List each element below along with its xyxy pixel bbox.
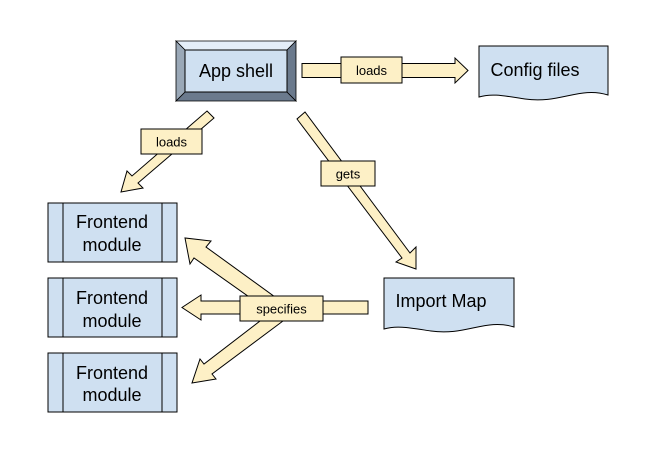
arrow-shell-to-importmap [296, 111, 417, 270]
node-frontend-module-1-line-2: module [82, 235, 141, 255]
node-frontend-module-2: Frontend module [47, 277, 178, 338]
node-frontend-module-1-line-1: Frontend [76, 212, 148, 232]
arrow-importmap-to-module-3 [191, 307, 288, 384]
edge-label-box-gets [320, 160, 376, 187]
edge-label-loads-modules: loads [156, 135, 188, 150]
node-frontend-module-2-line-2: module [82, 311, 141, 331]
edge-label-box-loads-modules [140, 128, 203, 155]
node-frontend-module-3-line-1: Frontend [76, 363, 148, 383]
node-app-shell: App shell [175, 40, 297, 102]
node-frontend-module-3-line-2: module [82, 385, 141, 405]
node-frontend-module-3: Frontend module [47, 352, 178, 413]
node-app-shell-label: App shell [199, 61, 273, 81]
node-frontend-module-1: Frontend module [47, 202, 178, 263]
edge-label-specifies: specifies [256, 302, 307, 317]
edge-label-box-specifies [239, 295, 324, 322]
node-import-map: Import Map [383, 277, 515, 333]
edge-label-loads-config: loads [356, 63, 388, 78]
node-config-files-label: Config files [490, 60, 579, 80]
node-frontend-module-2-line-1: Frontend [76, 288, 148, 308]
node-config-files: Config files [478, 45, 609, 101]
edge-label-gets: gets [336, 167, 361, 182]
node-import-map-label: Import Map [395, 291, 486, 311]
edge-label-box-loads-config [340, 56, 403, 84]
